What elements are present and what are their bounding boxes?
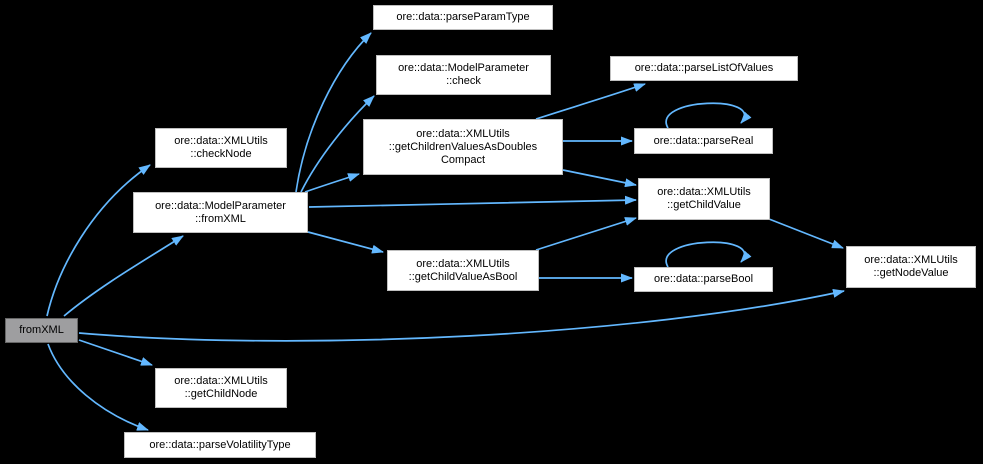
- graph-node-getNodeValue[interactable]: ore::data::XMLUtils::getNodeValue: [846, 246, 976, 288]
- edge-fromXML-to-getNodeValue: [78, 288, 845, 342]
- graph-node-parseVolatilityType[interactable]: ore::data::parseVolatilityType: [124, 432, 316, 458]
- edge-mpFromXML-to-getChildValueAsBool: [307, 231, 384, 254]
- edge-fromXML-to-checkNode: [46, 164, 151, 317]
- graph-node-label-line: ore::data::XMLUtils: [174, 135, 268, 147]
- graph-node-label-line: ::check: [446, 75, 481, 87]
- graph-node-getChildValue[interactable]: ore::data::XMLUtils::getChildValue: [638, 178, 770, 220]
- graph-node-label-line: ::getChildrenValuesAsDoubles: [388, 140, 538, 153]
- graph-node-label-line: ::fromXML: [195, 212, 246, 225]
- graph-node-label-line: ::getNodeValue: [873, 267, 949, 279]
- graph-node-label-line: ore::data::parseParamType: [396, 11, 530, 23]
- graph-node-getChildNode[interactable]: ore::data::XMLUtils::getChildNode: [155, 368, 287, 408]
- graph-node-label-line: ore::data::XMLUtils: [416, 127, 510, 140]
- edge-mpFromXML-to-getChildValue: [308, 195, 637, 208]
- graph-node-label-line: fromXML: [19, 324, 64, 336]
- graph-node-parseBool[interactable]: ore::data::parseBool: [634, 267, 773, 292]
- graph-node-label-line: ore::data::parseVolatilityType: [149, 438, 291, 451]
- edge-parseReal-to-parseReal: [665, 102, 752, 129]
- graph-node-fromXML: fromXML: [5, 318, 78, 343]
- graph-node-label-line: Compact: [440, 153, 486, 166]
- graph-node-parseReal[interactable]: ore::data::parseReal: [634, 128, 773, 154]
- edge-fromXML-to-getChildNode: [78, 339, 153, 366]
- edge-fromXML-to-parseVolatilityType: [47, 343, 149, 431]
- graph-node-label-line: ore::data::XMLUtils: [174, 375, 268, 387]
- graph-node-label-line: ::getChildValueAsBool: [408, 270, 518, 283]
- graph-node-label-line: ore::data::parseBool: [653, 273, 754, 285]
- graph-node-label-line: ::checkNode: [190, 148, 252, 160]
- graph-node-label-line: ore::data::XMLUtils: [864, 254, 958, 266]
- edge-getChildValueAsBool-to-getChildValue: [535, 217, 637, 251]
- graph-node-mpFromXML[interactable]: ore::data::ModelParameter::fromXML: [133, 192, 308, 233]
- graph-node-label-line: ore::data::XMLUtils: [657, 186, 751, 198]
- graph-node-checkNode[interactable]: ore::data::XMLUtils::checkNode: [155, 128, 287, 168]
- edge-parseBool-to-parseBool: [665, 241, 752, 268]
- edge-mpFromXML-to-parseParamType: [295, 32, 372, 193]
- graph-node-label-line: ore::data::ModelParameter: [155, 199, 286, 212]
- graph-node-label-line: ore::data::parseReal: [653, 134, 754, 147]
- edge-mpFromXML-to-mpCheck: [300, 95, 375, 193]
- edge-group: [46, 32, 845, 431]
- graph-node-label-line: ore::data::parseListOfValues: [634, 62, 774, 74]
- graph-node-parseParamType[interactable]: ore::data::parseParamType: [373, 5, 553, 30]
- graph-node-label-line: ore::data::XMLUtils: [416, 257, 510, 270]
- edge-getChildValue-to-getNodeValue: [768, 218, 844, 249]
- graph-node-label-line: ::getChildNode: [184, 388, 258, 400]
- edge-fromXML-to-mpFromXML: [63, 235, 184, 317]
- graph-node-label-line: ore::data::ModelParameter: [398, 62, 529, 74]
- graph-node-mpCheck[interactable]: ore::data::ModelParameter::check: [376, 55, 551, 95]
- edge-mpFromXML-to-getChildrenCompact: [304, 173, 360, 193]
- edge-getChildrenCompact-to-getChildValue: [562, 169, 637, 188]
- graph-node-parseListOfValues[interactable]: ore::data::parseListOfValues: [610, 56, 798, 81]
- graph-node-getChildrenCompact[interactable]: ore::data::XMLUtils::getChildrenValuesAs…: [363, 119, 563, 175]
- graph-node-getChildValueAsBool[interactable]: ore::data::XMLUtils::getChildValueAsBool: [387, 250, 539, 291]
- graph-node-label-line: ::getChildValue: [667, 199, 741, 211]
- edge-getChildrenCompact-to-parseListOfValues: [535, 83, 646, 120]
